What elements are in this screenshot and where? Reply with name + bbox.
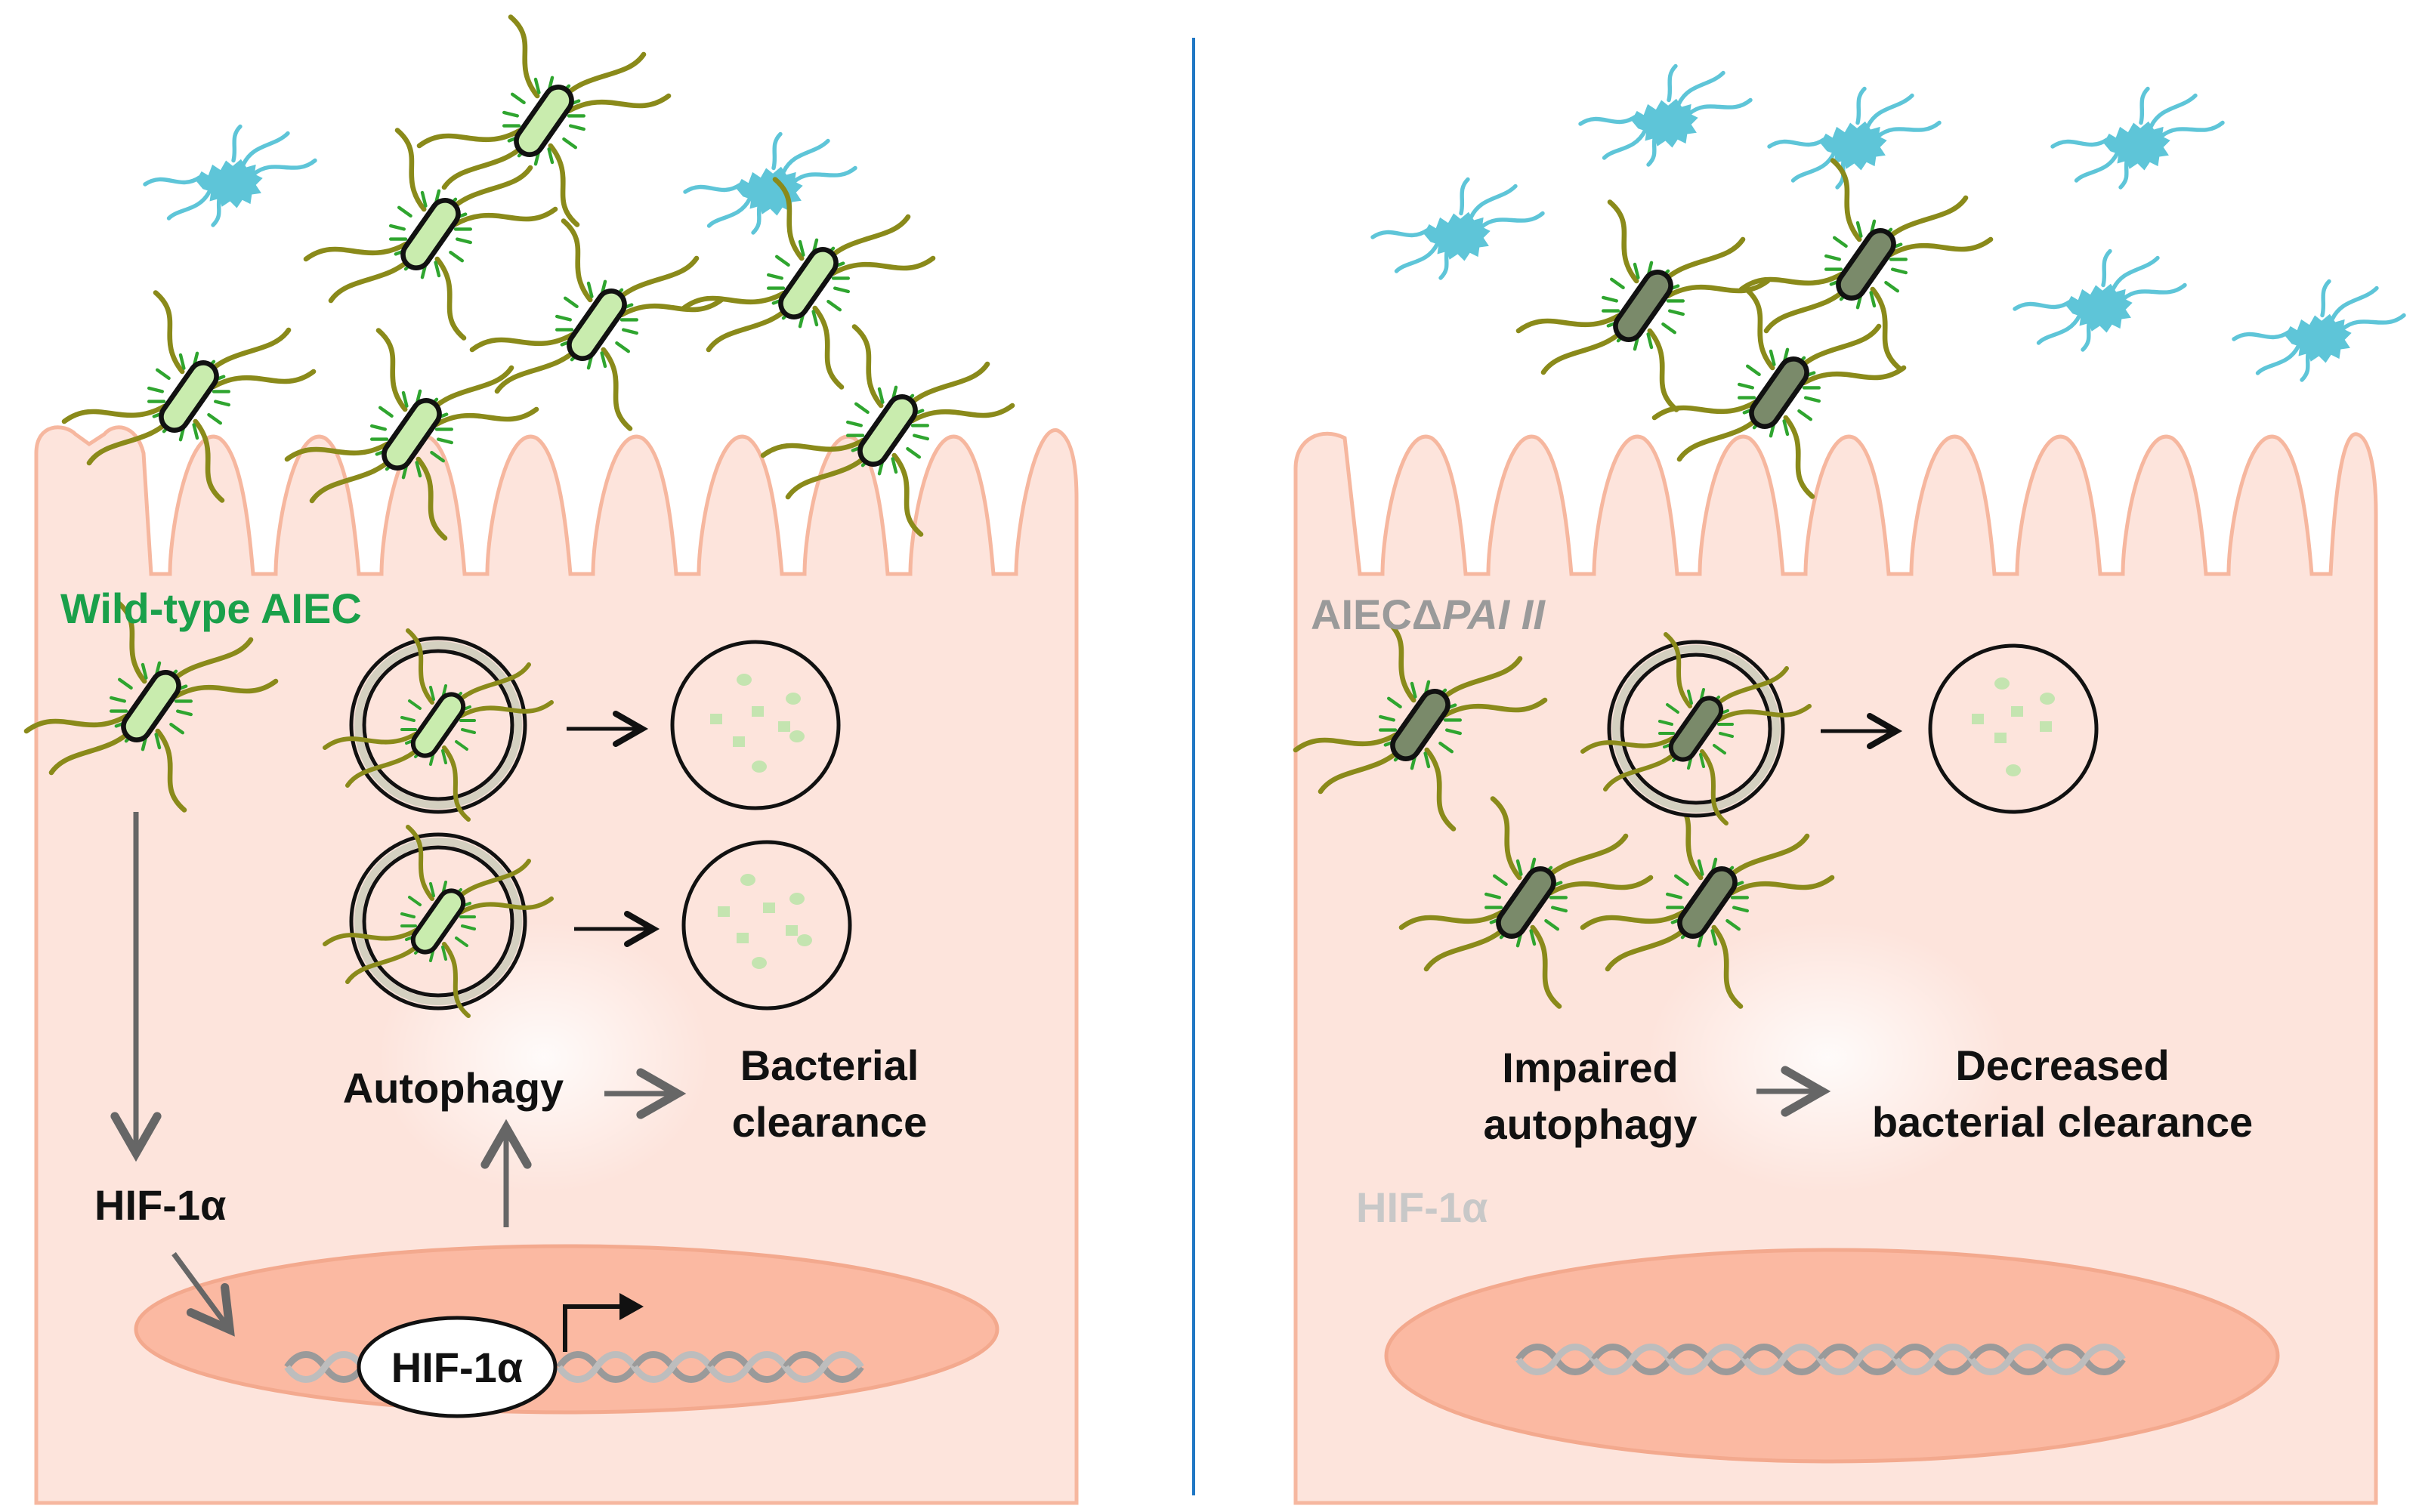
commensal-bacterium-icon — [1769, 89, 1939, 188]
right-epithelial-cell — [1293, 431, 2378, 1505]
impaired-autophagy-line1: Impaired — [1502, 1044, 1678, 1091]
commensal-bacterium-icon — [145, 127, 315, 226]
aiec-bacterium-icon — [472, 221, 721, 429]
aiec-bacterium-icon — [1518, 202, 1768, 410]
right-autophagosome — [1583, 634, 1809, 823]
autophagy-label: Autophagy — [343, 1064, 564, 1112]
decreased-clearance-line2: bacterial clearance — [1872, 1098, 2253, 1146]
aiec-bacterium-icon — [306, 131, 555, 338]
impaired-autophagy-line2: autophagy — [1483, 1100, 1697, 1148]
right-commensal-bacteria — [1373, 66, 2404, 381]
left-autolysosome-2 — [681, 840, 852, 1011]
promoter-arrow-icon — [563, 1304, 631, 1352]
left-autophagosome-1 — [325, 631, 551, 819]
bacterial-clearance-line2: clearance — [732, 1098, 927, 1146]
hif-to-nucleus-arrow — [171, 1251, 235, 1337]
hif1a-label: HIF-1α — [94, 1181, 226, 1229]
autolysosome-icon — [670, 640, 841, 810]
commensal-bacterium-icon — [2234, 282, 2404, 381]
right-nucleus — [1384, 1248, 2280, 1464]
hif1a-transcription-factor — [357, 1316, 558, 1418]
decreased-clearance-line1: Decreased — [1955, 1041, 2169, 1089]
autolysosome-icon — [681, 840, 852, 1011]
right-autolysosome — [1928, 643, 2099, 814]
nucleus-hif1a-label: HIF-1α — [391, 1344, 523, 1391]
aiec-mutant-label: AIECΔPAI II — [1311, 591, 1546, 638]
commensal-bacterium-icon — [2053, 89, 2223, 188]
faded-hif1a-label: HIF-1α — [1356, 1183, 1488, 1231]
commensal-bacterium-icon — [1580, 66, 1750, 165]
bacterial-clearance-line1: Bacterial — [740, 1041, 919, 1089]
aiec-bacterium-icon — [419, 17, 669, 224]
wildtype-aiec-label: Wild-type AIEC — [60, 585, 362, 632]
commensal-bacterium-icon — [685, 134, 855, 233]
commensal-bacterium-icon — [2015, 251, 2185, 350]
autolysosome-icon — [1928, 643, 2099, 814]
commensal-bacterium-icon — [1373, 180, 1543, 279]
left-autolysosome-1 — [670, 640, 841, 810]
left-autophagosome-2 — [325, 827, 551, 1016]
aiec-bacterium-icon — [684, 180, 933, 387]
